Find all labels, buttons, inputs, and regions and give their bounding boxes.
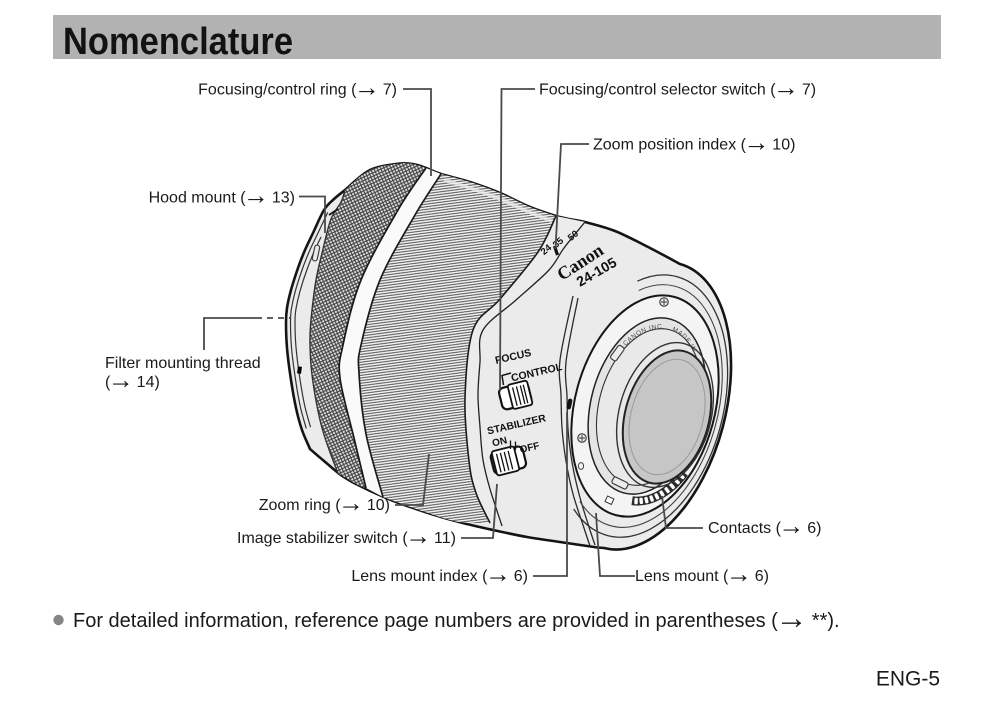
svg-text:OFF: OFF (519, 441, 541, 456)
svg-text:Hood mount (→ 13): Hood mount (→ 13) (149, 182, 295, 210)
svg-text:For detailed information, refe: For detailed information, reference page… (73, 600, 840, 636)
svg-text:Filter mounting thread: Filter mounting thread (105, 355, 261, 372)
svg-text:Lens mount (→ 6): Lens mount (→ 6) (635, 561, 769, 589)
svg-text:Image stabilizer switch (→ 11): Image stabilizer switch (→ 11) (237, 523, 456, 551)
svg-text:Zoom ring (→ 10): Zoom ring (→ 10) (259, 490, 390, 518)
svg-text:Zoom position index (→ 10): Zoom position index (→ 10) (593, 129, 795, 157)
svg-text:ENG-5: ENG-5 (876, 668, 940, 691)
svg-text:Nomenclature: Nomenclature (63, 21, 293, 63)
svg-text:Contacts (→ 6): Contacts (→ 6) (708, 513, 821, 541)
svg-text:Focusing/control selector swit: Focusing/control selector switch (→ 7) (539, 74, 816, 102)
svg-text:Lens mount index (→ 6): Lens mount index (→ 6) (351, 561, 528, 589)
svg-text:ON: ON (491, 435, 508, 449)
svg-text:Focusing/control ring (→ 7): Focusing/control ring (→ 7) (198, 74, 397, 102)
